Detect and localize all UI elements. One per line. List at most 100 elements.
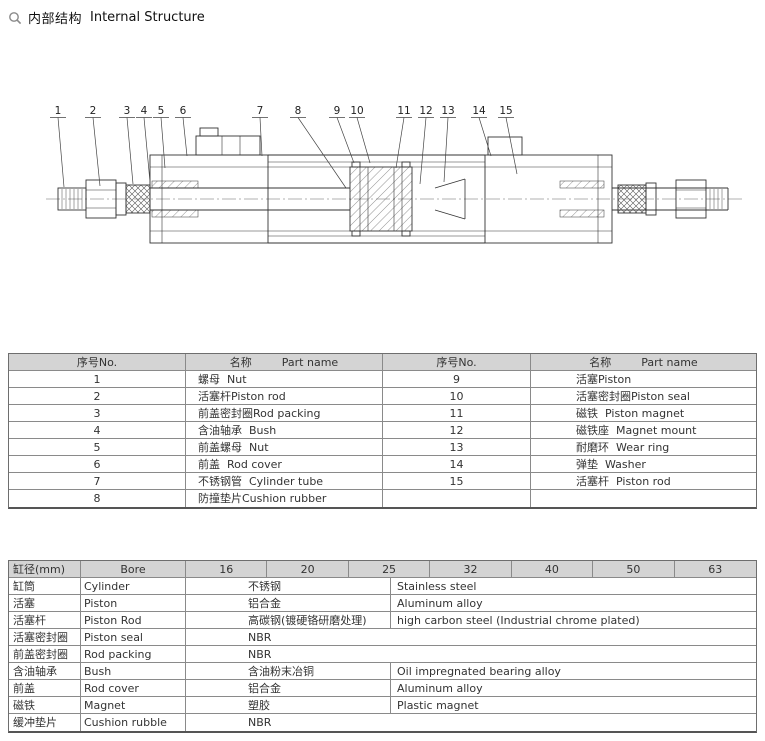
- material-zh: 铝合金: [186, 680, 391, 696]
- header-name-left: 名称 Part name: [186, 354, 383, 370]
- material-en: high carbon steel (Industrial chrome pla…: [397, 613, 640, 627]
- bore-size: 50: [593, 561, 675, 577]
- part-name: 前盖螺母 Nut: [186, 439, 383, 455]
- material-row-piston: 活塞 Piston 铝合金 Aluminum alloy: [9, 595, 756, 612]
- parts-row-4: 4 含油轴承 Bush 12 磁铁座 Magnet mount: [9, 422, 756, 439]
- bore-size: 25: [349, 561, 431, 577]
- component-en: Rod cover: [81, 680, 186, 696]
- part-name: 前盖密封圈Rod packing: [186, 405, 383, 421]
- material-zh: 塑胶: [186, 697, 391, 713]
- material-row-cushion: 缓冲垫片 Cushion rubble NBR: [9, 714, 756, 731]
- parts-row-5: 5 前盖螺母 Nut 13 耐磨环 Wear ring: [9, 439, 756, 456]
- part-no: 11: [383, 405, 531, 421]
- parts-table-header: 序号No. 名称 Part name 序号No. 名称 Part name: [9, 354, 756, 371]
- part-name: 弹垫 Washer: [576, 457, 646, 471]
- part-name: 前盖 Rod cover: [186, 456, 383, 472]
- component-zh: 活塞: [9, 595, 81, 611]
- cylinder-body: [57, 127, 729, 244]
- component-en: Bush: [81, 663, 186, 679]
- materials-table-header: 缸径(mm) Bore 16 20 25 32 40 50 63: [9, 561, 756, 578]
- callout-6: 6: [180, 105, 187, 117]
- part-no: 6: [9, 456, 186, 472]
- parts-row-7: 7 不锈钢管 Cylinder tube 15 活塞杆 Piston rod: [9, 473, 756, 490]
- component-en: Cylinder: [81, 578, 186, 594]
- parts-row-2: 2 活塞杆Piston rod 10 活塞密封圈Piston seal: [9, 388, 756, 405]
- callout-9: 9: [334, 105, 341, 117]
- bore-size: 16: [186, 561, 268, 577]
- header-name-en: Part name: [281, 355, 339, 369]
- component-zh: 缸筒: [9, 578, 81, 594]
- header-name-en: Part name: [641, 355, 698, 369]
- parts-table: 序号No. 名称 Part name 序号No. 名称 Part name 1 …: [8, 353, 757, 509]
- part-name: 螺母 Nut: [186, 371, 383, 387]
- callout-8: 8: [295, 105, 302, 117]
- part-name: 不锈钢管 Cylinder tube: [186, 473, 383, 489]
- header-name-zh: 名称: [589, 355, 612, 369]
- material-en: Aluminum alloy: [397, 681, 483, 695]
- callout-12: 12: [419, 105, 432, 117]
- material-zh: 铝合金: [186, 595, 391, 611]
- material-en: Aluminum alloy: [397, 596, 483, 610]
- part-name: 活塞杆Piston rod: [186, 388, 383, 404]
- material-row-rod-cover: 前盖 Rod cover 铝合金 Aluminum alloy: [9, 680, 756, 697]
- component-en: Magnet: [81, 697, 186, 713]
- part-no: 13: [383, 439, 531, 455]
- callout-2: 2: [90, 105, 97, 117]
- material: NBR: [248, 630, 272, 644]
- callout-4: 4: [141, 105, 148, 117]
- part-name: 磁铁 Piston magnet: [576, 406, 685, 420]
- part-name: 含油轴承 Bush: [186, 422, 383, 438]
- component-zh: 缓冲垫片: [9, 714, 81, 731]
- material: NBR: [248, 716, 272, 729]
- callout-numbers: 1 2 3 4 5 6 7 8 9 10 11 12 13 14 15: [55, 105, 513, 117]
- component-zh: 磁铁: [9, 697, 81, 713]
- callout-1: 1: [55, 105, 62, 117]
- bore-size: 63: [708, 562, 723, 576]
- materials-table: 缸径(mm) Bore 16 20 25 32 40 50 63 缸筒 Cyli…: [8, 560, 757, 733]
- section-title-en: Internal Structure: [90, 10, 205, 25]
- parts-row-6: 6 前盖 Rod cover 14 弹垫 Washer: [9, 456, 756, 473]
- material-row-rod-packing: 前盖密封圈 Rod packing NBR: [9, 646, 756, 663]
- callout-15: 15: [499, 105, 512, 117]
- material-row-magnet: 磁铁 Magnet 塑胶 Plastic magnet: [9, 697, 756, 714]
- component-zh: 活塞密封圈: [9, 629, 81, 645]
- callout-14: 14: [472, 105, 486, 117]
- part-name: 磁铁座 Magnet mount: [576, 423, 697, 437]
- material-row-piston-seal: 活塞密封圈 Piston seal NBR: [9, 629, 756, 646]
- callout-7: 7: [257, 105, 264, 117]
- material-en: Oil impregnated bearing alloy: [397, 664, 561, 678]
- part-no: 15: [383, 473, 531, 489]
- header-name-right: 名称 Part name: [531, 354, 756, 370]
- parts-row-8: 8 防撞垫片Cushion rubber: [9, 490, 756, 507]
- header-no-right: 序号No.: [383, 354, 531, 370]
- component-zh: 前盖: [9, 680, 81, 696]
- material-en: Plastic magnet: [397, 698, 479, 712]
- component-en: Piston: [81, 595, 186, 611]
- callout-3: 3: [124, 105, 131, 117]
- part-no: 10: [383, 388, 531, 404]
- part-name: 活塞密封圈Piston seal: [576, 389, 690, 403]
- part-no: 14: [383, 456, 531, 472]
- part-no: 3: [9, 405, 186, 421]
- part-no: 1: [9, 371, 186, 387]
- material-row-piston-rod: 活塞杆 Piston Rod 高碳钢(镀硬铬研磨处理) high carbon …: [9, 612, 756, 629]
- header-name-zh: 名称: [229, 355, 252, 369]
- part-name: 防撞垫片Cushion rubber: [186, 490, 383, 507]
- material-row-bush: 含油轴承 Bush 含油粉末冶铜 Oil impregnated bearing…: [9, 663, 756, 680]
- component-en: Piston seal: [81, 629, 186, 645]
- bore-label-en: Bore: [81, 561, 186, 577]
- part-name: 活塞Piston: [576, 372, 632, 386]
- magnifier-icon: [9, 11, 22, 24]
- part-name: [531, 490, 756, 507]
- part-no: 7: [9, 473, 186, 489]
- material-zh: 不锈钢: [186, 578, 391, 594]
- leader-lines: [50, 117, 518, 189]
- bore-size: 20: [267, 561, 349, 577]
- material-en: Stainless steel: [397, 579, 477, 593]
- cylinder-cross-section-diagram: 1 2 3 4 5 6 7 8 9 10 11 12 13 14 15: [46, 105, 742, 244]
- part-name: 活塞杆 Piston rod: [576, 474, 671, 488]
- part-no: 12: [383, 422, 531, 438]
- part-name: 耐磨环 Wear ring: [576, 440, 670, 454]
- parts-row-3: 3 前盖密封圈Rod packing 11 磁铁 Piston magnet: [9, 405, 756, 422]
